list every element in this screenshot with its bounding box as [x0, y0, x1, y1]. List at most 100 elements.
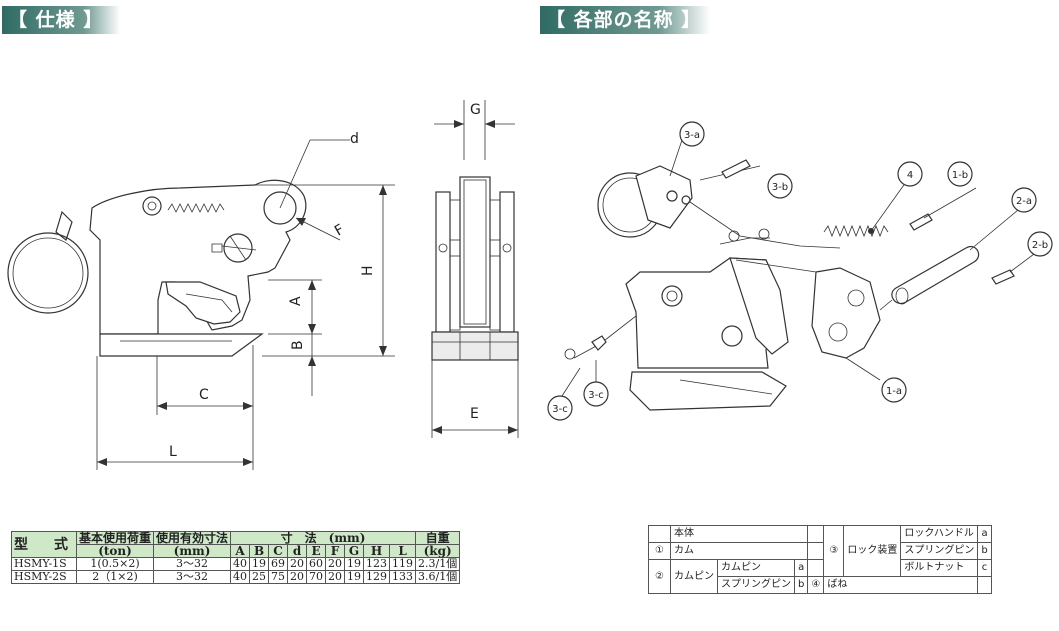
spec-header-load-unit: (ton) — [75, 544, 155, 558]
spec-cell-dim: 20 — [325, 557, 346, 571]
parts-campin: カムピン — [670, 559, 718, 594]
pivot-bolt — [142, 196, 162, 216]
dim-label-a: A — [288, 296, 304, 306]
parts-num1: ① — [648, 542, 671, 560]
spec-cell-dim: 19 — [249, 557, 270, 571]
parts-body: 本体 — [669, 525, 809, 543]
spec-header-weight: 自重 — [415, 531, 461, 545]
spec-cell-dim: 20 — [287, 557, 308, 571]
spec-cell-range: 3～32 — [153, 557, 232, 571]
parts-lock: ロック装置 — [843, 525, 902, 577]
ring-link — [55, 210, 73, 242]
spec-cell-dim: 40 — [230, 557, 251, 571]
spec-header-dims: 寸 法 (mm) — [230, 531, 417, 545]
spec-dim-col: F — [325, 544, 346, 558]
parts-code: a — [977, 525, 992, 543]
exploded-view-drawing: 3-a 3-b 4 1-b 2-a 2-b 3-c 3-c 1-a — [547, 121, 1053, 421]
callout-1b: 1-b — [947, 161, 973, 187]
svg-text:1-a: 1-a — [886, 386, 902, 397]
table-row: ② カムピン カムピン a ボルトナット c — [648, 559, 992, 594]
spec-cell-dim: 20 — [325, 570, 346, 584]
spec-header-weight-unit: (kg) — [415, 544, 461, 558]
spec-cell-load: 2（1×2) — [75, 570, 155, 584]
exploded-campin — [891, 246, 980, 304]
spec-header-model: 型 式 — [11, 531, 77, 558]
jaw-plate — [99, 333, 264, 357]
parts-table: 本体 ③ ロック装置 ロックハンドル a ① カム スプリングピン b ② カム… — [648, 525, 992, 594]
exploded-spring — [823, 224, 889, 238]
callout-3c-right: 3-c — [583, 381, 609, 407]
spec-header-load: 基本使用荷重 — [75, 531, 155, 545]
svg-text:2-a: 2-a — [1016, 196, 1032, 207]
table-row: ① カム スプリングピン b — [648, 542, 992, 560]
spec-cell-dim: 129 — [363, 570, 391, 584]
exploded-jaw — [629, 371, 787, 411]
dim-label-e: E — [470, 406, 479, 422]
svg-text:4: 4 — [907, 170, 913, 181]
parts-code: b — [977, 542, 992, 560]
parts-campin-sub1: カムピン — [717, 559, 795, 577]
spec-cell-dim: 19 — [344, 570, 365, 584]
parts-lock-sub1: ロックハンドル — [900, 525, 979, 543]
parts-code: b — [793, 576, 809, 594]
spec-cell-weight: 2.3/1個 — [415, 557, 461, 571]
spec-dim-col: A — [230, 544, 251, 558]
svg-text:3-b: 3-b — [772, 182, 788, 193]
table-row: 本体 ③ ロック装置 ロックハンドル a — [648, 525, 992, 577]
side-view-drawing: G E — [431, 100, 519, 438]
spring — [167, 203, 225, 213]
parts-campin-sub2: スプリングピン — [717, 576, 795, 594]
callout-2a: 2-a — [1011, 187, 1037, 213]
dim-label-g: G — [470, 102, 481, 118]
spec-section-header: 【 仕様 】 — [2, 6, 120, 34]
spec-cell-model: HSMY-1S — [11, 557, 77, 571]
callout-3c-left: 3-c — [547, 395, 573, 421]
dim-label-c: C — [199, 387, 209, 403]
parts-code: a — [793, 559, 809, 577]
spec-cell-dim: 19 — [344, 557, 365, 571]
spec-table: 型 式 基本使用荷重 使用有効寸法 寸 法 (mm) 自重 (ton) (mm)… — [11, 531, 461, 584]
spec-cell-model: HSMY-2S — [11, 570, 77, 584]
spec-cell-dim: 25 — [249, 570, 270, 584]
parts-lock-sub2: スプリングピン — [900, 542, 979, 560]
spec-cell-dim: 75 — [268, 570, 289, 584]
spec-cell-dim: 40 — [230, 570, 251, 584]
parts-num3: ③ — [823, 525, 845, 577]
svg-text:3-c: 3-c — [588, 390, 603, 401]
parts-lock-sub3: ボルトナット — [900, 559, 979, 577]
spec-dim-col: G — [344, 544, 365, 558]
callout-1a: 1-a — [881, 377, 907, 403]
front-view-drawing: d F A B H C L — [7, 131, 395, 470]
spec-dim-col: d — [287, 544, 308, 558]
lifting-ring — [7, 232, 89, 314]
table-row: HSMY-1S 1(0.5×2) 3～32 40 19 69 20 60 20 … — [11, 557, 461, 571]
callout-2b: 2-b — [1027, 231, 1053, 257]
spec-cell-range: 3～32 — [153, 570, 232, 584]
spec-cell-weight: 3.6/1個 — [415, 570, 461, 584]
dim-label-l: L — [169, 444, 177, 460]
callout-3b: 3-b — [767, 173, 793, 199]
parts-code: c — [977, 559, 992, 577]
parts-section-header: 【 各部の名称 】 — [540, 6, 710, 34]
parts-spring: ばね — [823, 576, 979, 594]
spec-cell-dim: 20 — [287, 570, 308, 584]
parts-num4: ④ — [807, 576, 825, 594]
spec-cell-dim: 133 — [389, 570, 417, 584]
spec-header-range: 使用有効寸法 — [153, 531, 232, 545]
spec-cell-dim: 70 — [306, 570, 327, 584]
dim-label-d: d — [350, 131, 359, 147]
callout-3a: 3-a — [679, 121, 705, 147]
spec-dim-col: L — [389, 544, 417, 558]
exploded-cam — [811, 267, 881, 359]
spec-cell-load: 1(0.5×2) — [75, 557, 155, 571]
callout-4: 4 — [897, 161, 923, 187]
dim-label-h: H — [360, 265, 376, 276]
parts-cam: カム — [669, 542, 809, 560]
table-row: HSMY-2S 2（1×2) 3～32 40 25 75 20 70 20 19… — [11, 570, 461, 584]
spec-cell-dim: 119 — [389, 557, 417, 571]
spec-cell-dim: 69 — [268, 557, 289, 571]
spec-header-range-unit: (mm) — [153, 544, 232, 558]
svg-text:1-b: 1-b — [952, 170, 968, 181]
svg-text:3-a: 3-a — [684, 130, 700, 141]
cam — [165, 281, 241, 325]
